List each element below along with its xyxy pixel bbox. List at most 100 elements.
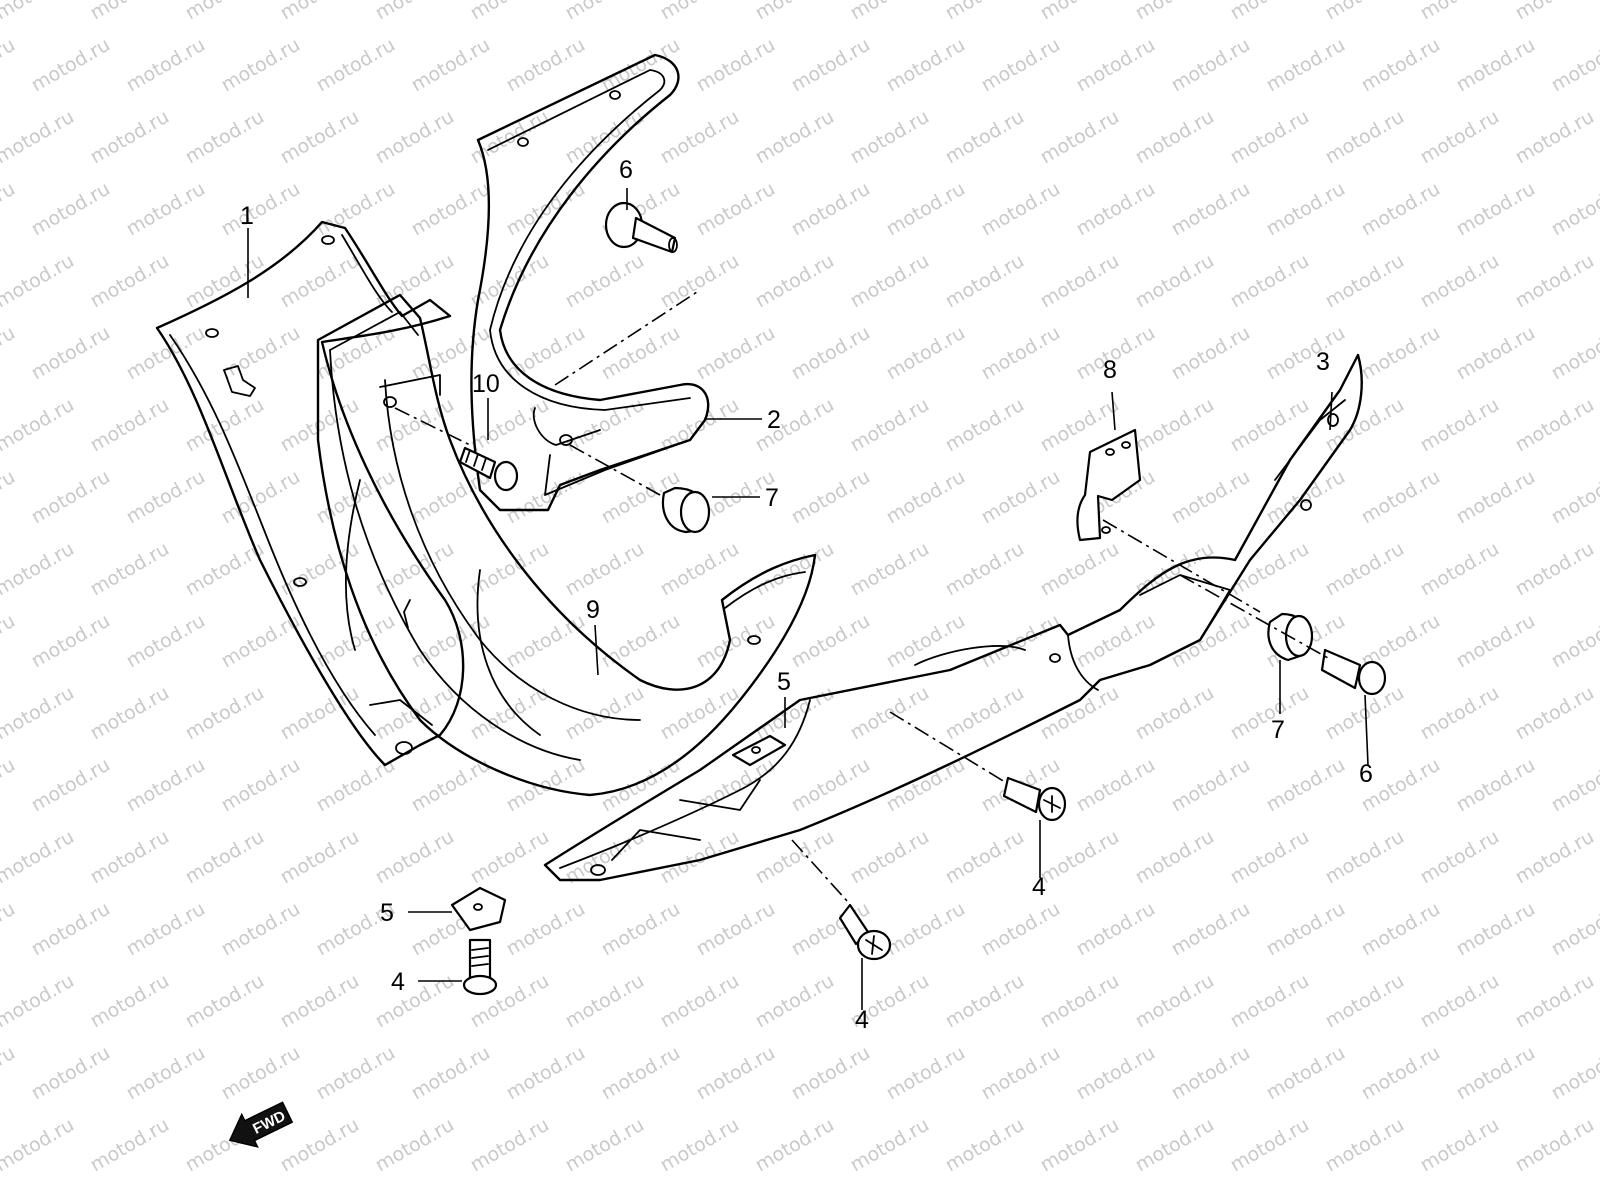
watermark-text: motod.ru: [788, 178, 874, 241]
watermark-text: motod.ru: [182, 250, 268, 313]
watermark-text: motod.ru: [1227, 538, 1313, 601]
callout-7-right: 7: [1271, 716, 1285, 744]
callout-7-upper: 7: [765, 484, 779, 512]
watermark-text: motod.ru: [0, 970, 78, 1033]
watermark-text: motod.ru: [1548, 898, 1600, 961]
screw-4-lower: [838, 903, 892, 961]
watermark-text: motod.ru: [978, 178, 1064, 241]
watermark-text: motod.ru: [1322, 538, 1408, 601]
watermark-text: motod.ru: [1037, 538, 1123, 601]
watermark-text: motod.ru: [598, 322, 684, 385]
watermark-text: motod.ru: [0, 34, 19, 97]
watermark-text: motod.ru: [123, 754, 209, 817]
watermark-text: motod.ru: [1453, 34, 1539, 97]
watermark-text: motod.ru: [0, 178, 19, 241]
watermark-text: motod.ru: [28, 898, 114, 961]
watermark-text: motod.ru: [313, 178, 399, 241]
watermark-text: motod.ru: [0, 538, 78, 601]
watermark-text: motod.ru: [657, 1114, 743, 1177]
watermark-text: motod.ru: [847, 682, 933, 745]
watermark-text: motod.ru: [598, 1042, 684, 1105]
bolt-4-left: [462, 938, 498, 996]
watermark-text: motod.ru: [1548, 754, 1600, 817]
watermark-text: motod.ru: [182, 682, 268, 745]
watermark-text: motod.ru: [562, 1114, 648, 1177]
watermark-text: motod.ru: [942, 1114, 1028, 1177]
watermark-text: motod.ru: [1132, 1114, 1218, 1177]
watermark-text: motod.ru: [1548, 466, 1600, 529]
watermark-text: motod.ru: [752, 538, 838, 601]
watermark-text: motod.ru: [1417, 538, 1503, 601]
watermark-text: motod.ru: [87, 0, 173, 24]
watermark-text: motod.ru: [1132, 970, 1218, 1033]
watermark-text: motod.ru: [1227, 0, 1313, 24]
watermark-text: motod.ru: [1132, 394, 1218, 457]
watermark-text: motod.ru: [0, 610, 19, 673]
watermark-text: motod.ru: [883, 466, 969, 529]
watermark-text: motod.ru: [1037, 970, 1123, 1033]
watermark-text: motod.ru: [657, 250, 743, 313]
watermark-text: motod.ru: [182, 394, 268, 457]
watermark-text: motod.ru: [847, 538, 933, 601]
watermark-text: motod.ru: [598, 610, 684, 673]
watermark-text: motod.ru: [218, 322, 304, 385]
watermark-text: motod.ru: [372, 106, 458, 169]
watermark-text: motod.ru: [978, 1042, 1064, 1105]
callouts: 1 6 10 2 7 9 5 8 3 7 6 4 4 5 4: [240, 156, 1373, 1034]
watermark-text: motod.ru: [372, 1114, 458, 1177]
watermark-text: motod.ru: [28, 466, 114, 529]
watermark-text: motod.ru: [503, 754, 589, 817]
watermark-text: motod.ru: [1417, 682, 1503, 745]
part-2-inner-cover: [470, 53, 710, 512]
watermark-text: motod.ru: [28, 322, 114, 385]
watermark-text: motod.ru: [503, 898, 589, 961]
watermark-text: motod.ru: [218, 754, 304, 817]
watermark-text: motod.ru: [1417, 250, 1503, 313]
watermark-text: motod.ru: [277, 0, 363, 24]
watermark-text: motod.ru: [1512, 682, 1598, 745]
watermark-text: motod.ru: [87, 538, 173, 601]
callout-3: 3: [1316, 348, 1330, 376]
callout-4-lower: 4: [855, 1006, 869, 1034]
watermark-text: motod.ru: [942, 970, 1028, 1033]
watermark-text: motod.ru: [1132, 106, 1218, 169]
watermark-text: motod.ru: [1227, 970, 1313, 1033]
watermark-text: motod.ru: [1227, 106, 1313, 169]
watermark-text: motod.ru: [1073, 610, 1159, 673]
watermark-text: motod.ru: [788, 34, 874, 97]
watermark-text: motod.ru: [562, 970, 648, 1033]
watermark-text: motod.ru: [1417, 826, 1503, 889]
watermark-text: motod.ru: [408, 466, 494, 529]
watermark-text: motod.ru: [1168, 322, 1254, 385]
watermark-text: motod.ru: [503, 1042, 589, 1105]
watermark-text: motod.ru: [123, 610, 209, 673]
watermark-text: motod.ru: [87, 250, 173, 313]
watermark-text: motod.ru: [372, 538, 458, 601]
watermark-text: motod.ru: [123, 466, 209, 529]
watermark-text: motod.ru: [1548, 178, 1600, 241]
watermark-text: motod.ru: [978, 34, 1064, 97]
watermark-text: motod.ru: [277, 682, 363, 745]
watermark-text: motod.ru: [562, 106, 648, 169]
watermark-text: motod.ru: [1322, 250, 1408, 313]
watermark-text: motod.ru: [503, 322, 589, 385]
callout-4-middle: 4: [1032, 873, 1046, 901]
watermark-text: motod.ru: [752, 0, 838, 24]
watermark-text: motod.ru: [0, 250, 78, 313]
watermark-text: motod.ru: [847, 106, 933, 169]
watermark-text: motod.ru: [752, 250, 838, 313]
watermark-text: motod.ru: [1168, 178, 1254, 241]
watermark-text: motod.ru: [0, 754, 19, 817]
watermark-text: motod.ru: [467, 106, 553, 169]
watermark-text: motod.ru: [1263, 322, 1349, 385]
watermark-text: motod.ru: [0, 1042, 19, 1105]
watermark-text: motod.ru: [788, 466, 874, 529]
watermark-text: motod.ru: [1322, 0, 1408, 24]
watermark-text: motod.ru: [1132, 0, 1218, 24]
watermark-text: motod.ru: [1322, 1114, 1408, 1177]
watermark-text: motod.ru: [1168, 1042, 1254, 1105]
assembly-lines: [394, 289, 1329, 903]
watermark-text: motod.ru: [467, 0, 553, 24]
watermark-text: motod.ru: [182, 970, 268, 1033]
watermark-text: motod.ru: [1512, 1114, 1598, 1177]
